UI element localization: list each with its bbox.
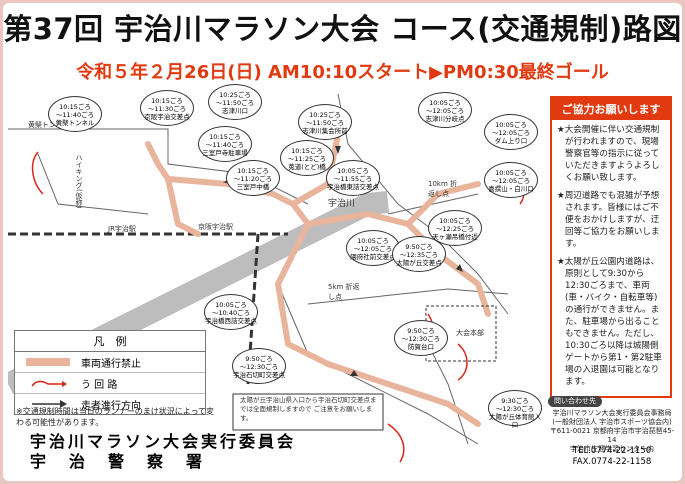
- contact-org: 宇治川マラソン大会実行委員会事務局: [552, 409, 672, 417]
- notice-text: 太陽が丘宇治山県入口から宇治石切町交差点までは全面規制しますので ご注意をお願い…: [240, 396, 377, 422]
- notice-box: [232, 393, 384, 431]
- callout-shizugawa-hall: 10:25ごろ～11:50ごろ志津川集会所前: [298, 104, 352, 140]
- jr-station-label: JR宇治駅: [108, 225, 136, 233]
- hiking-label: ハイキング(仮称): [75, 154, 83, 209]
- tunnel-label: 黄檗トンネル: [28, 121, 70, 129]
- callout-ujibashi-west: 10:05ごろ～10:40ごろ宇治橋西詰交差点: [204, 294, 258, 330]
- request-panel: ご協力お願いします ★大会開催に伴い交通規制が行われますので、現場警察官等の指示…: [550, 96, 672, 398]
- map-legend: 凡 例 車両通行禁止 う 回 路 走者進行方向: [14, 330, 206, 415]
- km5-label: 5km 折返し点: [328, 283, 360, 301]
- contact-org-sub: (一般財団法人 宇治市スポーツ協会内): [552, 418, 672, 426]
- course-map: 黄檗トンネル JR宇治駅 京阪宇治駅 宇治川 10km 折返し点 5km 折返し…: [3, 84, 544, 476]
- schedule-subtitle: 令和５年２月26日(日) AM10:10スタート▶PM0:30最終ゴール: [76, 62, 609, 83]
- callout-obaku-tunnel: 10:15ごろ～11:40ごろ黄檗トンネル: [48, 96, 102, 132]
- page-title: 第37回 宇治川マラソン大会 コース(交通規制)路図: [3, 12, 682, 46]
- request-paragraph-3: ★太陽が丘公園内道路は、原則として9:30から12:30ごろまで、車両(車・バイ…: [557, 257, 662, 387]
- callout-mimuroto-bridge: 10:15ごろ～11:20ごろ三室戸中橋: [226, 160, 280, 196]
- callout-mimurotoji-parking: 10:15ごろ～11:40ごろ三室戸寺駐車場: [198, 126, 252, 162]
- callout-dam-entrance: 10:05ごろ～12:05ごろダム上り口: [484, 114, 538, 150]
- organizer-committee: 宇治川マラソン大会実行委員会: [30, 432, 297, 451]
- km10-label: 10km 折返し点: [428, 180, 458, 198]
- callout-shizugawa-entrance: 10:25ごろ～11:50ごろ志津川口: [208, 84, 262, 120]
- callout-shizugawa-branch: 10:05ごろ～12:05ごろ志津川分岐点: [418, 92, 472, 128]
- callout-gym-entrance: 9:30ごろ～12:30ごろ太陽が丘体育館入口: [488, 390, 542, 429]
- tel-number: TEL.0774-22-1150: [572, 446, 652, 456]
- headquarters-label: 大会本部: [456, 329, 484, 337]
- callout-todo-bridge: 10:15ごろ～11:25ごろ莵道(とど)橋: [280, 140, 334, 176]
- contact-address: 〒611-0021 京都府宇治市宇治琵琶45-14: [549, 427, 675, 444]
- callout-kisenyama: 10:05ごろ～12:05ごろ喜撰山・白川口: [484, 162, 538, 198]
- legend-row-detour: う 回 路: [15, 373, 205, 394]
- callout-taiyogaoka: 9:50ごろ～12:35ごろ太陽が丘交差点: [392, 236, 446, 272]
- callout-kumafusha: 10:05ごろ～12:05ごろ隈府社前交差点: [346, 230, 400, 266]
- callout-bogadai: 9:50ごろ～12:30ごろ防賀台口: [394, 320, 448, 356]
- fax-number: FAX.0774-22-1158: [572, 457, 652, 467]
- request-paragraph-2: ★周辺道路でも混雑が予想されます。皆様にはご不便をおかけしますが、迂回等ご協力を…: [557, 191, 660, 249]
- river-label: 宇治川: [328, 199, 356, 209]
- callout-ishikiri: 9:50ごろ～12:30ごろ宇治石切町交差点: [232, 348, 286, 384]
- legend-note: ※交通規制時間は当日のランナーのまけ状況によって変わる可能性があります。: [16, 407, 215, 427]
- organizer-police: 宇治警察署: [30, 452, 226, 471]
- callout-ujibashi-east: 10:05ごろ～11:55ごろ宇治橋東詰交差点: [326, 160, 380, 196]
- contact-block: 問い合わせ先 宇治川マラソン大会実行委員会事務局 (一般財団法人 宇治市スポーツ…: [548, 396, 676, 454]
- direction-arrow-icon: [32, 400, 67, 408]
- callout-keihan-uji: 10:15ごろ～11:30ごろ京阪宇治交差点: [140, 90, 194, 126]
- contact-tag: 問い合わせ先: [548, 396, 602, 407]
- request-paragraph-1: ★大会開催に伴い交通規制が行われますので、現場警察官等の指示に従っていただきます…: [557, 125, 660, 183]
- course-route: [145, 121, 491, 427]
- request-heading: ご協力お願いします: [552, 98, 670, 120]
- band-swatch-icon: [26, 358, 70, 366]
- contact-address-sub: 宇治市生涯学習センター内: [570, 445, 654, 453]
- contact-phone: TEL.0774-22-1150 FAX.0774-22-1158: [548, 446, 676, 468]
- keihan-station-label: 京阪宇治駅: [198, 223, 233, 231]
- legend-title: 凡 例: [15, 331, 205, 352]
- legend-row-prohibited: 車両通行禁止: [15, 352, 205, 373]
- detour-arrow-icon: [31, 380, 67, 387]
- legend-row-direction: 走者進行方向: [15, 394, 205, 414]
